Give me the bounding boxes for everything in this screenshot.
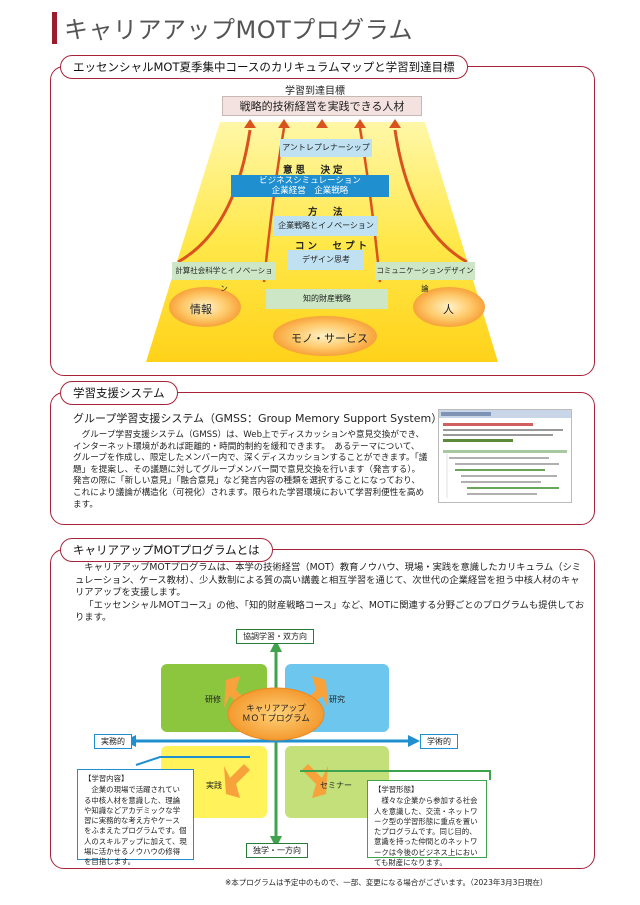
design-box: デザイン思考 [288,250,364,270]
concept-label: コン セプト [295,241,371,252]
program-section-label: キャリアアップMOTプログラムとは [60,538,273,562]
support-section-label: 学習支援システム [60,381,178,405]
quad-seminar-label: セミナー [320,781,352,790]
axis-left-label: 実務的 [94,734,132,749]
goal-box: 戦略的技術経営を実践できる人材 [222,96,422,116]
center-label: キャリアアップ ＭＯＴプログラム [242,704,310,724]
content-note: 【学習内容】 企業の現場で活躍されている中核人材を意識した、理論や知識などアカデ… [77,769,194,866]
curriculum-section-label: エッセンシャルMOT夏季集中コースのカリキュラムマップと学習到達目標 [60,55,468,79]
content-note-title: 【学習内容】 [84,774,129,783]
program-body: キャリアアップMOTプログラムは、本学の技術経営（MOT）教育ノウハウ、現場・実… [75,562,585,625]
right-item-box: コミュニケーションデザイン論 [375,262,475,293]
form-note: 【学習形態】 様々な企業から参加する社会人を意識した、交流・ネットワーク型の学習… [367,780,487,867]
form-note-body: 様々な企業から参加する社会人を意識した、交流・ネットワーク型の学習形態に重点を置… [374,796,478,868]
info-label: 情報 [190,303,212,316]
support-subtitle: グループ学習支援システム（GMSS：Group Memory Support S… [73,412,443,425]
program-para-2: 「エッセンシャルMOTコース」の他、「知的財産戦略コース」など、MOTに関連する… [75,599,585,624]
axis-right-label: 学術的 [420,734,458,749]
decision-label: 意思 決定 [283,165,346,176]
innovation-box: 企業戦略とイノベーション [274,216,378,236]
quad-practice-label: 実践 [206,781,222,790]
method-label: 方 法 [308,207,346,218]
quad-training-label: 研修 [205,695,221,704]
title-accent-bar [52,12,57,44]
support-body: グループ学習支援システム（GMSS）は、Web上でディスカッションや意見交換がで… [73,430,428,510]
axis-bottom-label: 独学・一方向 [246,843,308,858]
program-para-1: キャリアアップMOTプログラムは、本学の技術経営（MOT）教育ノウハウ、現場・実… [75,562,582,599]
gmss-screenshot-graphic [439,410,571,498]
content-note-body: 企業の現場で活躍されている中核人材を意識した、理論や知識などアカデミックな学習に… [84,785,187,867]
simulation-box: ビジネスシミュレーション 企業経営 企業戦略 [231,175,389,197]
axis-top-label: 協調学習・双方向 [236,629,314,644]
people-label: 人 [443,303,454,316]
goal-label: 学習到達目標 [285,86,345,97]
footnote: ※本プログラムは予定中のもので、一部、変更になる場合がございます。（2023年3… [225,878,548,887]
quad-research-label: 研究 [329,695,345,704]
page-title: キャリアアップMOTプログラム [64,16,414,44]
gmss-screenshot [438,409,572,503]
entrepreneurship-box: アントレプレナーシップ [280,139,372,157]
goods-label: モノ・サービス [291,332,368,345]
left-item-box: 計算社会科学とイノベーション [172,262,276,293]
strategy-label: 企業経営 企業戦略 [271,186,349,196]
form-note-title: 【学習形態】 [374,785,419,794]
ip-box: 知的財産戦略 [266,289,388,309]
simulation-label: ビジネスシミュレーション [259,176,361,186]
